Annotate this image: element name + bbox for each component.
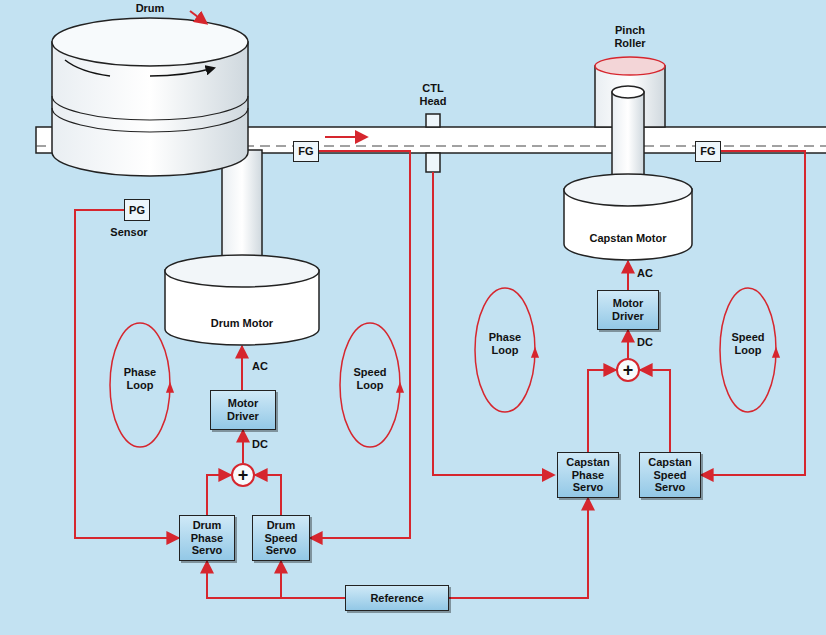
driver-box: Motor Driver bbox=[210, 390, 276, 430]
part-label: Pinch Roller bbox=[600, 24, 660, 49]
servo-box: Capstan Speed Servo bbox=[639, 452, 701, 498]
signal-arrow bbox=[449, 498, 588, 598]
signal-arrow bbox=[640, 370, 670, 452]
node-text: Drum Phase Servo bbox=[184, 519, 230, 557]
node-text: Capstan Phase Servo bbox=[562, 456, 614, 494]
signal-label: DC bbox=[251, 438, 269, 450]
signal-label: DC bbox=[636, 336, 654, 348]
summing-junction: + bbox=[231, 463, 255, 487]
node-text: Capstan Speed Servo bbox=[644, 456, 696, 494]
sensor-box: PG bbox=[124, 199, 150, 221]
node-text: Motor Driver bbox=[602, 297, 654, 322]
part-label: Sensor bbox=[104, 226, 154, 239]
node-text: + bbox=[238, 466, 249, 484]
signal-arrow bbox=[627, 261, 629, 290]
driver-box: Motor Driver bbox=[597, 290, 659, 330]
signal-arrow bbox=[588, 370, 616, 452]
node-text: Motor Driver bbox=[215, 397, 271, 422]
drum bbox=[52, 18, 248, 176]
signal-label: AC bbox=[251, 360, 269, 372]
signal-arrow bbox=[207, 475, 231, 515]
part-label: Speed Loop bbox=[723, 331, 773, 356]
node-text: Drum Speed Servo bbox=[257, 519, 305, 557]
part-label: Drum bbox=[125, 2, 175, 15]
signal-arrow bbox=[701, 151, 805, 475]
servo-box: Capstan Phase Servo bbox=[557, 452, 619, 498]
cylinder-outline bbox=[164, 254, 320, 346]
signal-arrow bbox=[75, 210, 179, 538]
signal-arrow bbox=[310, 151, 410, 538]
summing-junction: + bbox=[616, 358, 640, 382]
capstan-motor: Capstan Motor bbox=[563, 173, 693, 261]
signal-arrow bbox=[627, 330, 629, 358]
signal-arrow bbox=[242, 430, 244, 463]
node-text: FG bbox=[700, 145, 715, 158]
reference-box: Reference bbox=[345, 585, 449, 611]
part-label: Speed Loop bbox=[345, 366, 395, 391]
cylinder-outline bbox=[563, 173, 693, 261]
ctl-head bbox=[426, 114, 553, 475]
node-text: Reference bbox=[370, 592, 423, 605]
node-text: + bbox=[623, 361, 634, 379]
signal-arrow bbox=[207, 561, 345, 598]
sensor-box: FG bbox=[695, 141, 721, 162]
node-text: Capstan Motor bbox=[590, 232, 667, 245]
signal-arrow bbox=[281, 561, 345, 598]
part-label: CTL Head bbox=[414, 82, 452, 107]
drum-motor: Drum Motor bbox=[164, 254, 320, 346]
node-text: PG bbox=[129, 204, 145, 217]
signal-label: AC bbox=[636, 267, 654, 279]
servo-box: Drum Speed Servo bbox=[252, 515, 310, 561]
sensor-box: FG bbox=[293, 141, 319, 162]
node-text: Drum Motor bbox=[211, 317, 273, 330]
node-text: FG bbox=[298, 145, 313, 158]
part-label: Phase Loop bbox=[480, 331, 530, 356]
signal-arrow bbox=[241, 346, 243, 390]
servo-box: Drum Phase Servo bbox=[179, 515, 235, 561]
drum-pointer bbox=[190, 11, 206, 23]
part-label: Phase Loop bbox=[115, 366, 165, 391]
signal-arrow bbox=[255, 475, 281, 515]
